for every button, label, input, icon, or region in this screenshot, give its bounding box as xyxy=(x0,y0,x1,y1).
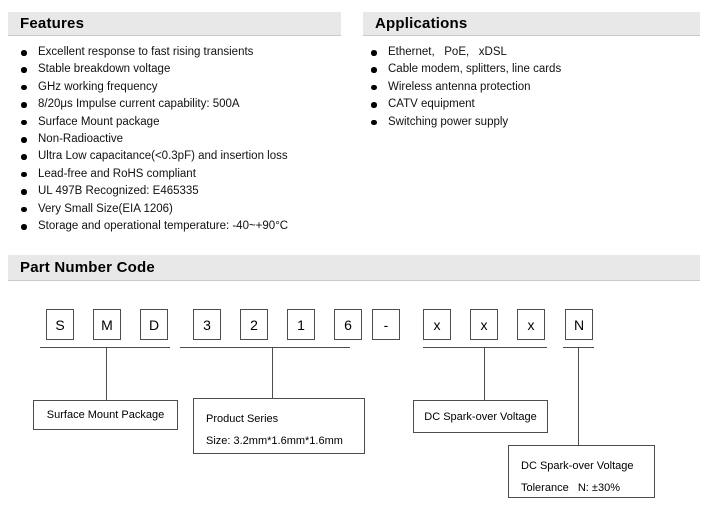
pn-cell-3: 3 xyxy=(193,309,221,340)
part-number-code-section-header: Part Number Code xyxy=(8,255,700,281)
label-text: Tolerance N: ±30% xyxy=(521,482,620,494)
label-text: Size: 3.2mm*1.6mm*1.6mm xyxy=(206,435,343,447)
list-item: Surface Mount package xyxy=(20,114,342,131)
label-text: DC Spark-over Voltage xyxy=(424,410,537,423)
bullet-icon xyxy=(21,50,27,56)
bracket-series xyxy=(180,347,350,348)
pn-cell-x2: x xyxy=(470,309,498,340)
label-product-series: Product Series Size: 3.2mm*1.6mm*1.6mm xyxy=(193,398,365,454)
application-text: Cable modem, splitters, line cards xyxy=(388,63,562,76)
bracket-smd xyxy=(40,347,170,348)
pn-cell-2: 2 xyxy=(240,309,268,340)
list-item: CATV equipment xyxy=(370,96,700,113)
feature-text: Surface Mount package xyxy=(38,115,160,128)
bullet-icon xyxy=(21,189,27,195)
bullet-icon xyxy=(21,154,27,160)
connector-n xyxy=(578,347,579,445)
feature-text: Excellent response to fast rising transi… xyxy=(38,46,254,58)
application-text: CATV equipment xyxy=(388,98,475,111)
feature-text: Very Small Size(EIA 1206) xyxy=(38,202,173,215)
pn-cell-m: M xyxy=(93,309,121,340)
pn-cell-x1: x xyxy=(423,309,451,340)
pn-cell-dash: - xyxy=(372,309,400,340)
features-title: Features xyxy=(20,15,85,32)
pn-cell-x3: x xyxy=(517,309,545,340)
bullet-icon xyxy=(21,171,27,178)
bullet-icon xyxy=(21,119,27,126)
bullet-icon xyxy=(371,84,377,91)
list-item: 8/20μs Impulse current capability: 500A xyxy=(20,96,342,113)
list-item: Stable breakdown voltage xyxy=(20,61,342,78)
connector-xxx xyxy=(484,347,485,400)
pn-cell-d: D xyxy=(140,309,168,340)
connector-smd xyxy=(106,347,107,400)
list-item: Wireless antenna protection xyxy=(370,79,700,96)
list-item: Lead-free and RoHS compliant xyxy=(20,166,342,183)
bullet-icon xyxy=(21,224,27,230)
application-text: Ethernet, PoE, xDSL xyxy=(388,46,507,58)
bullet-icon xyxy=(21,84,27,91)
bullet-icon xyxy=(371,102,377,108)
application-text: Switching power supply xyxy=(388,115,509,128)
list-item: Excellent response to fast rising transi… xyxy=(20,44,342,61)
connector-series xyxy=(272,347,273,398)
applications-title: Applications xyxy=(375,15,468,32)
applications-section-header: Applications xyxy=(363,12,700,36)
bullet-icon xyxy=(371,50,377,56)
list-item: Switching power supply xyxy=(370,114,700,131)
pn-cell-s: S xyxy=(46,309,74,340)
list-item: Ultra Low capacitance(<0.3pF) and insert… xyxy=(20,148,342,165)
label-text: DC Spark-over Voltage xyxy=(521,460,634,472)
bracket-xxx xyxy=(423,347,547,348)
list-item: Very Small Size(EIA 1206) xyxy=(20,201,342,218)
label-surface-mount-package: Surface Mount Package xyxy=(33,400,178,430)
applications-list: Ethernet, PoE, xDSL Cable modem, splitte… xyxy=(370,44,700,131)
pn-cell-1: 1 xyxy=(287,309,315,340)
bullet-icon xyxy=(21,102,27,108)
pn-cell-6: 6 xyxy=(334,309,362,340)
feature-text: 8/20μs Impulse current capability: 500A xyxy=(38,98,240,111)
label-dc-spark-over-voltage: DC Spark-over Voltage xyxy=(413,400,548,433)
list-item: GHz working frequency xyxy=(20,79,342,96)
feature-text: Ultra Low capacitance(<0.3pF) and insert… xyxy=(38,150,288,163)
feature-text: GHz working frequency xyxy=(38,80,158,93)
bullet-icon xyxy=(21,206,27,213)
bullet-icon xyxy=(21,67,27,73)
part-number-code-title: Part Number Code xyxy=(20,259,155,276)
features-list: Excellent response to fast rising transi… xyxy=(20,44,342,235)
label-text: Surface Mount Package xyxy=(46,409,165,421)
feature-text: Stable breakdown voltage xyxy=(38,63,171,76)
list-item: UL 497B Recognized: E465335 xyxy=(20,183,342,200)
feature-text: UL 497B Recognized: E465335 xyxy=(38,185,199,198)
features-section-header: Features xyxy=(8,12,341,36)
bullet-icon xyxy=(21,137,27,143)
list-item: Ethernet, PoE, xDSL xyxy=(370,44,700,61)
feature-text: Non-Radioactive xyxy=(38,133,124,146)
bullet-icon xyxy=(371,119,377,126)
label-text: Product Series xyxy=(206,413,279,425)
list-item: Non-Radioactive xyxy=(20,131,342,148)
feature-text: Storage and operational temperature: -40… xyxy=(38,220,289,233)
bullet-icon xyxy=(371,67,377,73)
list-item: Storage and operational temperature: -40… xyxy=(20,218,342,235)
label-tolerance: DC Spark-over Voltage Tolerance N: ±30% xyxy=(508,445,655,498)
feature-text: Lead-free and RoHS compliant xyxy=(38,167,196,180)
application-text: Wireless antenna protection xyxy=(388,80,531,93)
list-item: Cable modem, splitters, line cards xyxy=(370,61,700,78)
pn-cell-n: N xyxy=(565,309,593,340)
